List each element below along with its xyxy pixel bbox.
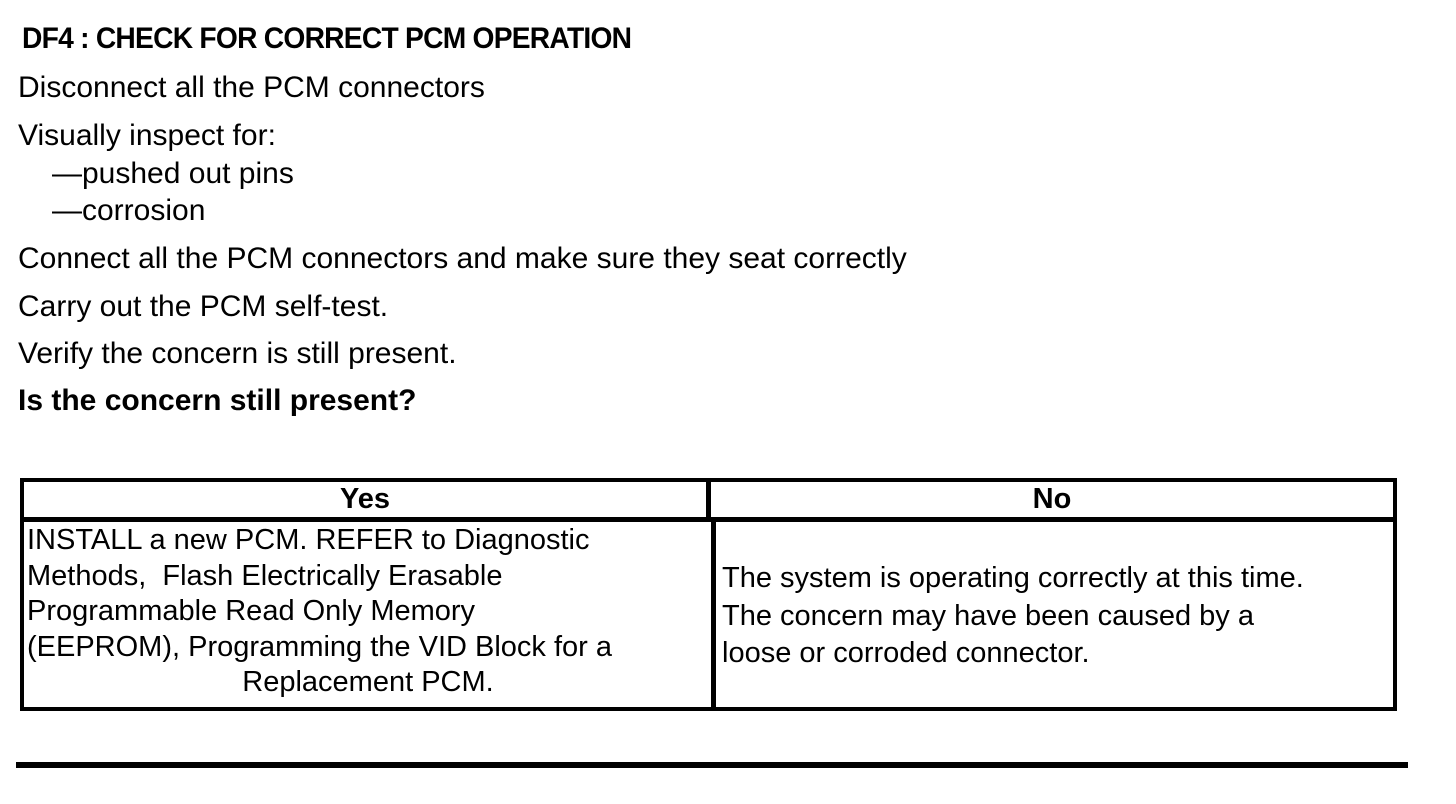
- yes-result-line: (EEPROM), Programming the VID Block for …: [27, 630, 612, 663]
- step-connect-connectors: Connect all the PCM connectors and make …: [18, 242, 907, 275]
- yes-column-header: Yes: [24, 482, 711, 517]
- step-self-test: Carry out the PCM self-test.: [18, 290, 389, 323]
- inspection-item-pushed-out-pins: —pushed out pins: [52, 157, 294, 190]
- decision-table: Yes No INSTALL a new PCM. REFER to Diagn…: [20, 478, 1397, 711]
- decision-question: Is the concern still present?: [18, 384, 417, 417]
- page-bottom-rule: [16, 762, 1408, 768]
- no-result-cell: The system is operating correctly at thi…: [716, 522, 1393, 707]
- no-column-header: No: [1032, 483, 1072, 515]
- yes-result-line: Methods, Flash Electrically Erasable: [27, 559, 503, 592]
- step-verify-concern: Verify the concern is still present.: [18, 337, 457, 370]
- decision-table-body-row: INSTALL a new PCM. REFER to Diagnostic M…: [24, 522, 1393, 707]
- no-result-line: loose or corroded connector.: [722, 637, 1090, 669]
- yes-result-line: Replacement PCM.: [242, 666, 494, 698]
- no-result-line: The system is operating correctly at thi…: [722, 562, 1304, 594]
- no-result-line: The concern may have been caused by a: [722, 599, 1254, 632]
- yes-result-line: INSTALL a new PCM. REFER to Diagnostic: [27, 524, 590, 556]
- inspection-item-corrosion: —corrosion: [52, 194, 206, 227]
- yes-result-cell: INSTALL a new PCM. REFER to Diagnostic M…: [24, 522, 716, 707]
- procedure-heading: DF4 : CHECK FOR CORRECT PCM OPERATION: [22, 22, 632, 55]
- step-visually-inspect: Visually inspect for:: [18, 119, 276, 152]
- step-disconnect-connectors: Disconnect all the PCM connectors: [18, 71, 485, 104]
- yes-result-line: Programmable Read Only Memory: [27, 595, 476, 627]
- decision-table-header-row: Yes No: [24, 482, 1393, 522]
